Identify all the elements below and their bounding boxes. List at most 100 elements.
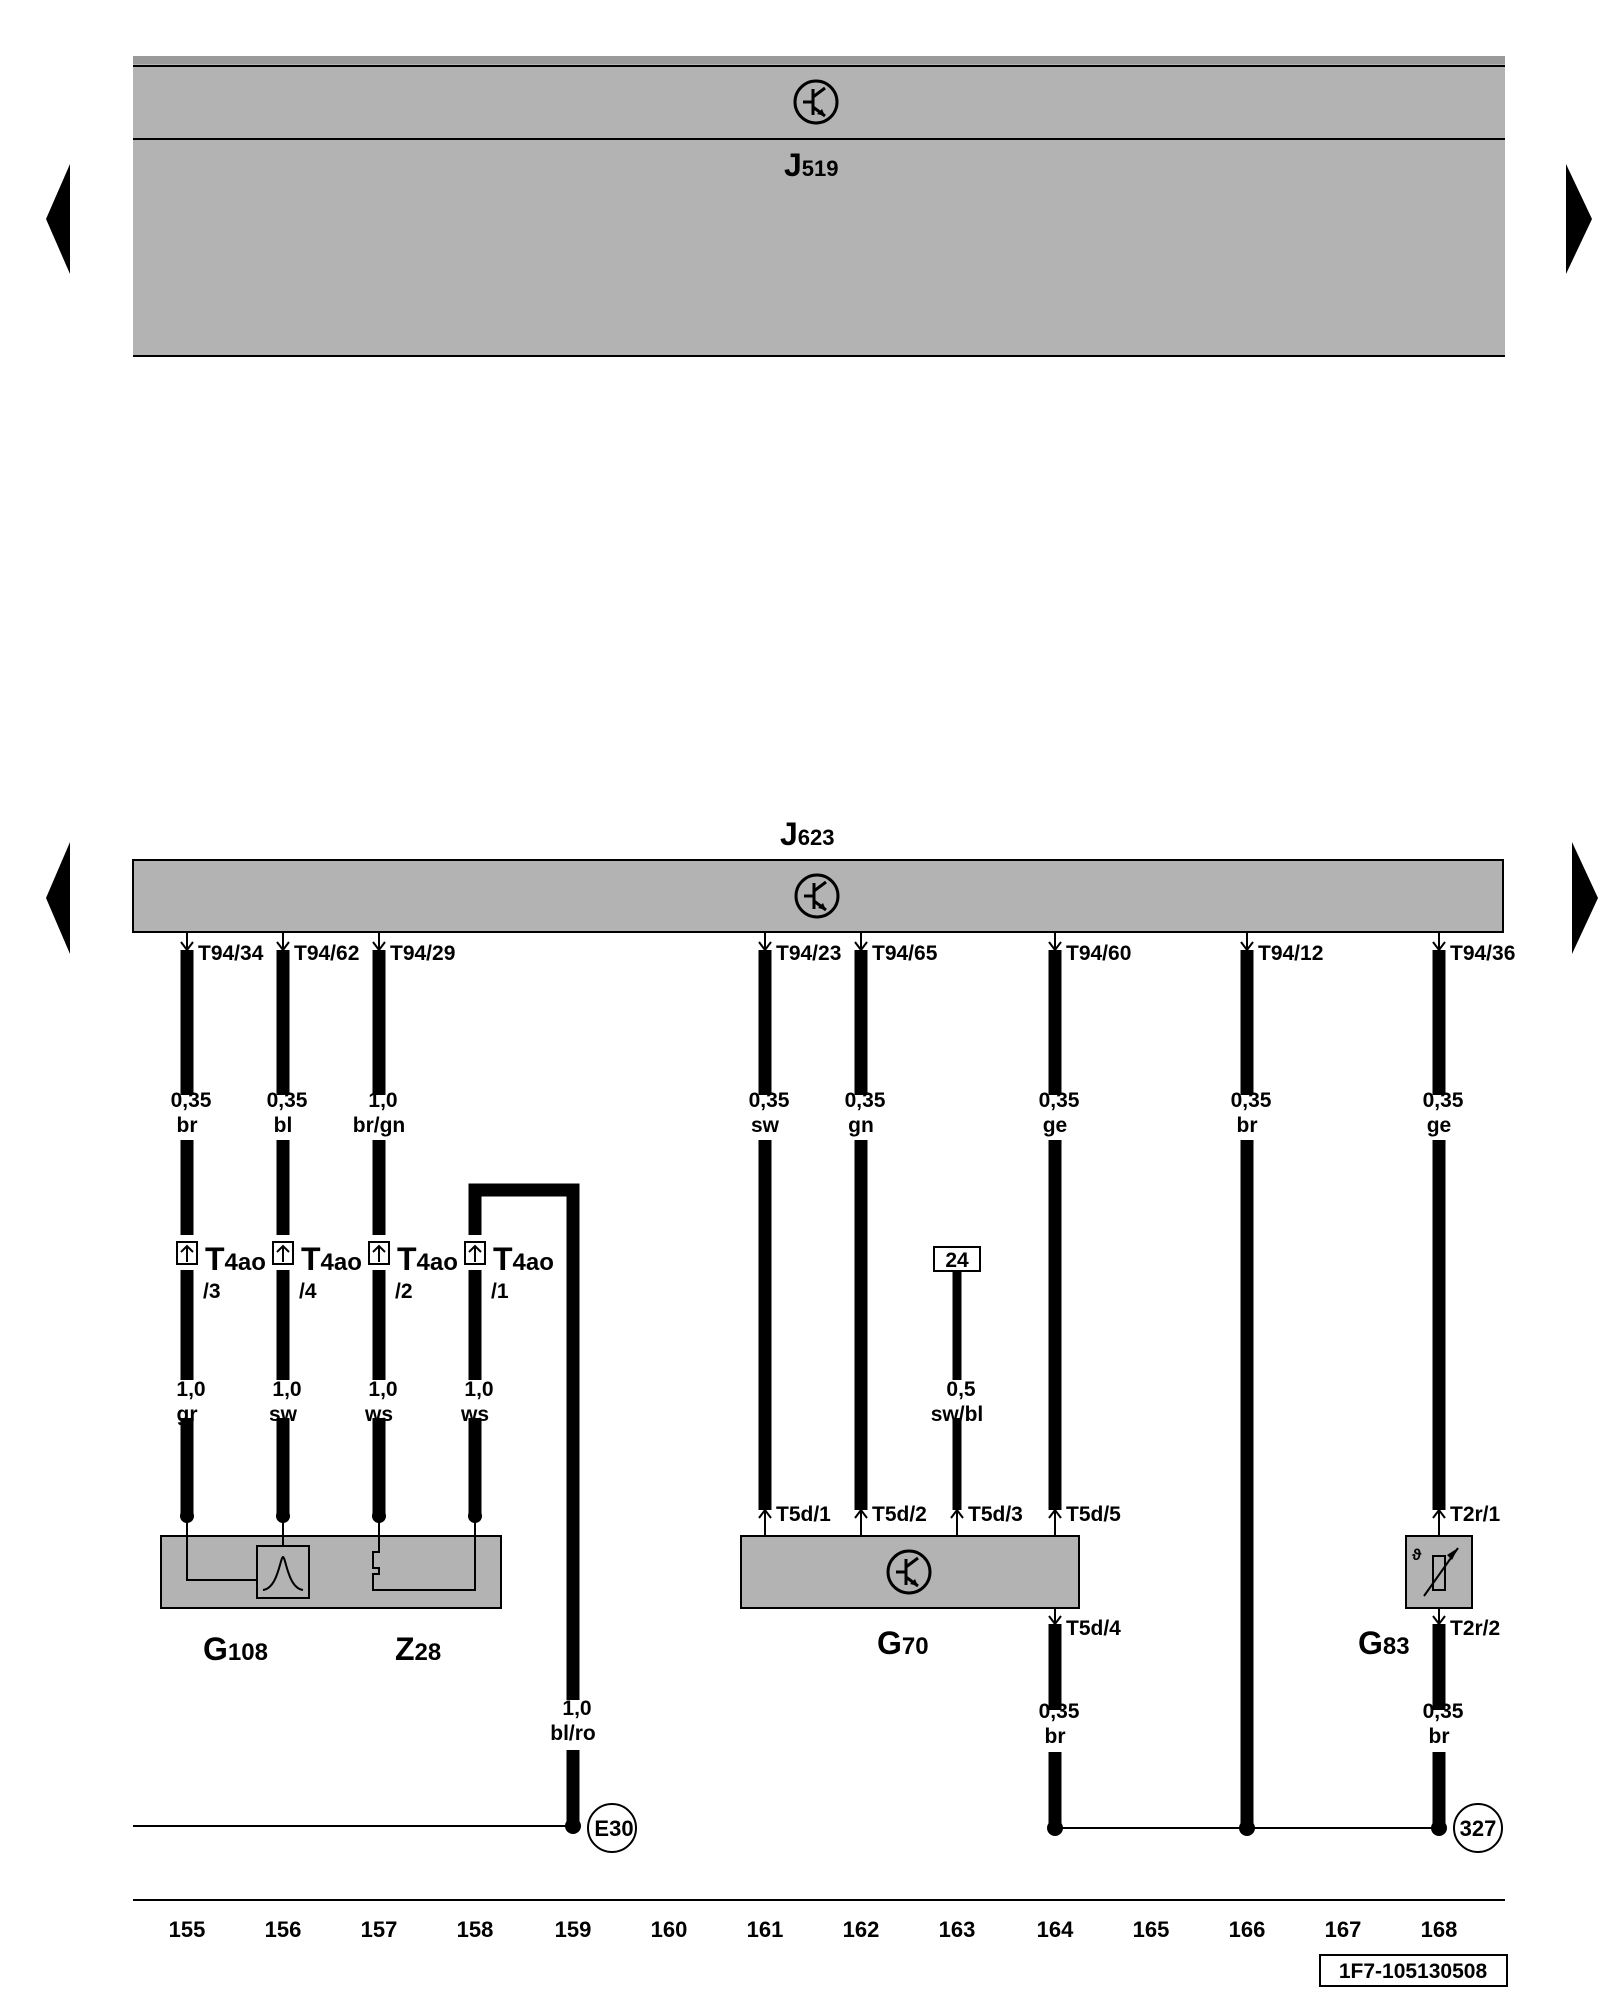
connector-label: T4ao [301,1241,362,1277]
pin-label: T5d/1 [776,1503,831,1526]
track-number: 155 [169,1917,206,1942]
connector-pin-icon [176,1241,198,1265]
pin-label: T94/60 [1066,942,1131,965]
pin-label: T94/62 [294,942,359,965]
component-label: G108 [203,1631,268,1667]
wire-color: br [1237,1114,1258,1137]
pin-markers [180,932,1446,952]
wire-color: br [1045,1725,1066,1748]
j519-body [133,56,1505,356]
wire-size: 0,35 [749,1089,790,1112]
wire-size: 0,35 [171,1089,212,1112]
connector-pin-number: /1 [491,1280,509,1303]
wire-color: gn [848,1114,874,1137]
electronic-symbol-icon [793,79,839,125]
pin-label: T94/65 [872,942,938,965]
pin-label: T94/12 [1258,942,1323,965]
wire-size: 1,0 [464,1378,493,1401]
track-number: 165 [1133,1917,1170,1942]
wire-size: 1,0 [368,1089,397,1112]
track-numbers: 155 156 157 158 159 160 161 162 163 164 … [169,1917,1458,1942]
pin-label: T2r/1 [1450,1503,1501,1526]
wire-size: 0,35 [267,1089,308,1112]
wire-specs-upper: 0,35 br 0,35 bl 1,0 br/gn 0,35 sw 0,35 g… [171,1089,1464,1137]
page-prev-arrow-upper[interactable] [46,164,70,274]
wire-color: ge [1427,1114,1452,1137]
wire-size: 1,0 [272,1378,301,1401]
ground-ref-327[interactable]: 327 [1453,1803,1503,1853]
component-g83[interactable]: ϑ T2r/1 T2r/2 G83 [1358,1503,1501,1661]
track-number: 159 [555,1917,592,1942]
page-next-arrow-lower[interactable] [1572,842,1598,954]
pin-label: T5d/3 [968,1503,1023,1526]
page-prev-arrow-lower[interactable] [46,842,70,954]
pin-label: T94/36 [1450,942,1515,965]
j519-top-edge [133,56,1505,64]
pin-label: T5d/2 [872,1503,927,1526]
ground-ref-e30[interactable]: E30 [587,1803,637,1853]
track-number: 164 [1037,1917,1074,1942]
wire-158-loop[interactable] [468,1183,580,1700]
connector-pin-icon [368,1241,390,1265]
track-number: 167 [1325,1917,1362,1942]
pin-label: T94/29 [390,942,455,965]
component-label: G70 [877,1625,929,1661]
electronic-symbol-icon [886,1549,932,1595]
wire-color: ws [460,1403,489,1426]
component-g70[interactable]: T5d/1 T5d/2 T5d/3 T5d/5 T5d/4 G70 [740,1503,1121,1661]
connector-label: T4ao [205,1241,266,1277]
pin-label: T5d/5 [1066,1503,1121,1526]
j623-body [132,859,1504,933]
reference-box[interactable]: 24 [933,1246,981,1272]
pin-label: T5d/4 [1066,1617,1121,1640]
wire-color: gr [177,1403,198,1426]
track-number: 162 [843,1917,880,1942]
pin-label: T94/34 [198,942,264,965]
wire-color: br/gn [353,1114,406,1137]
wire-size: 0,35 [1231,1089,1272,1112]
wire-color: sw [269,1403,298,1426]
j623-label: J623 [780,816,835,852]
reference-box-label: 24 [945,1249,969,1272]
page-next-arrow-upper[interactable] [1566,164,1592,274]
connector-t4ao: T4ao T4ao T4ao T4ao /3 /4 /2 /1 [176,1241,554,1303]
wire-color: bl/ro [550,1722,596,1745]
track-number: 156 [265,1917,302,1942]
wire-color: br [1429,1725,1450,1748]
document-id: 1F7-105130508 [1319,1954,1508,1987]
track-number: 157 [361,1917,398,1942]
pin-label: T94/23 [776,942,841,965]
track-number: 158 [457,1917,494,1942]
wire-specs-lower: 1,0 gr 1,0 sw 1,0 ws 1,0 ws 0,5 sw/bl 1,… [176,1378,1463,1748]
connector-label: T4ao [493,1241,554,1277]
wire-size: 0,35 [1423,1700,1464,1723]
connector-label: T4ao [397,1241,458,1277]
j519-label: J519 [784,147,839,183]
ground-bus: E30 327 [133,1803,1503,1853]
j623-pin-labels: T94/34 T94/62 T94/29 T94/23 T94/65 T94/6… [198,942,1515,965]
wire-color: ws [364,1403,393,1426]
track-number: 163 [939,1917,976,1942]
electronic-symbol-icon [794,873,840,919]
track-number: 166 [1229,1917,1266,1942]
component-label: G83 [1358,1625,1410,1661]
connector-pin-icon [464,1241,486,1265]
control-unit-j623: J623 [132,816,1504,933]
component-g108-z28[interactable]: G108 Z28 [160,1509,502,1667]
svg-text:E30: E30 [594,1816,633,1841]
connector-pin-icon [272,1241,294,1265]
wire-size: 0,35 [1039,1700,1080,1723]
wire-size: 0,35 [1423,1089,1464,1112]
wire-color: sw [751,1114,780,1137]
track-number: 161 [747,1917,784,1942]
control-unit-j519: J519 [133,56,1505,357]
wire-size: 1,0 [562,1697,591,1720]
component-label: Z28 [395,1631,441,1667]
svg-text:ϑ: ϑ [1412,1547,1422,1564]
connector-pin-number: /2 [395,1280,413,1303]
track-number: 168 [1421,1917,1458,1942]
wires [180,950,1446,1828]
sensor-curve-icon [256,1545,310,1599]
wire-color: br [177,1114,198,1137]
wire-size: 1,0 [176,1378,205,1401]
